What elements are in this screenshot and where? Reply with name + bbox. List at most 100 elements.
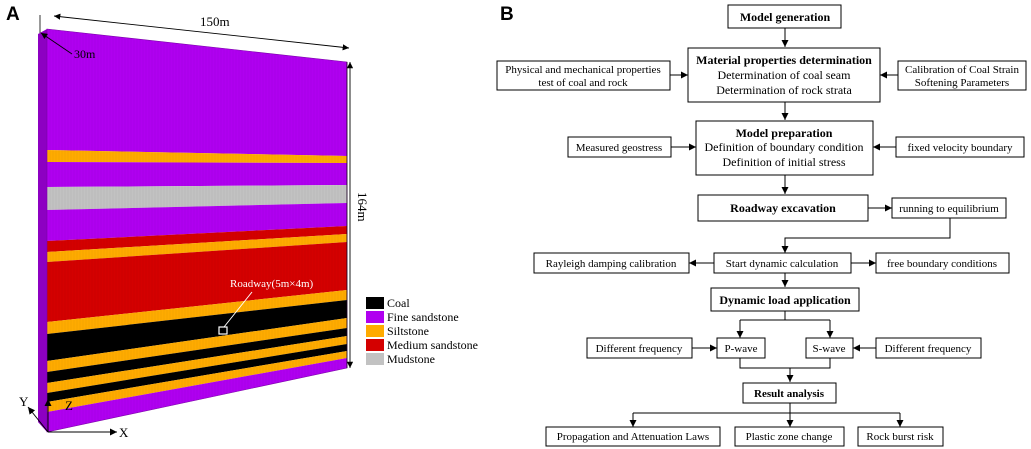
roadway-marker [218, 326, 228, 335]
box-frequency-left: Different frequency [586, 337, 693, 359]
stratum-mudstone [47, 185, 347, 210]
dimension-annotations: 150m 30m 164m [39, 13, 370, 368]
legend-label-medium-sandstone: Medium sandstone [387, 338, 478, 352]
panel-b-label: B [500, 4, 514, 25]
box-start-dynamic: Start dynamic calculation [713, 252, 852, 274]
fixed-velocity-text: fixed velocity boundary [907, 142, 1013, 154]
stratum-siltstone [47, 290, 347, 334]
legend-swatch-mudstone [366, 353, 384, 365]
rock-model: Roadway(5m×4m) [38, 28, 348, 433]
stratum-siltstone [47, 318, 347, 372]
stratum-siltstone [47, 150, 347, 163]
model-side-face [38, 29, 47, 432]
phys-line2: test of coal and rock [538, 77, 628, 89]
legend-label-siltstone: Siltstone [387, 324, 429, 338]
legend-swatch-siltstone [366, 325, 384, 337]
length-dimension-line [53, 13, 350, 51]
stratum-coal [47, 328, 347, 383]
prep-line1: Definition of boundary condition [705, 140, 864, 154]
stratum-siltstone [47, 234, 347, 262]
propagation-text: Propagation and Attenuation Laws [557, 431, 709, 443]
stratum-siltstone [47, 351, 347, 412]
rockburst-text: Rock burst risk [866, 431, 934, 443]
box-s-wave: S-wave [805, 337, 854, 359]
dynamic-load-text: Dynamic load application [719, 293, 851, 307]
box-roadway-excavation: Roadway excavation [697, 194, 869, 222]
stratum-fine-sandstone [47, 29, 347, 156]
calib-line1: Calibration of Coal Strain [905, 64, 1019, 76]
model-generation-text: Model generation [740, 10, 831, 24]
material-title: Material properties determination [696, 53, 872, 67]
box-fixed-velocity: fixed velocity boundary [895, 136, 1025, 158]
box-rock-burst: Rock burst risk [857, 426, 944, 447]
box-frequency-right: Different frequency [875, 337, 982, 359]
result-analysis-text: Result analysis [754, 388, 825, 400]
y-axis-arrow [27, 406, 49, 433]
legend-swatch-fine-sandstone [366, 311, 384, 323]
box-calibration: Calibration of Coal Strain Softening Par… [897, 60, 1027, 91]
box-rayleigh: Rayleigh damping calibration [533, 252, 690, 274]
legend-swatch-medium-sandstone [366, 339, 384, 351]
stratum-coal [47, 300, 347, 361]
calib-line2: Softening Parameters [915, 77, 1009, 89]
depth-dimension-line [40, 32, 73, 55]
box-measured-geostress: Measured geostress [567, 136, 672, 158]
box-model-generation: Model generation [727, 4, 842, 29]
panel-a-label: A [6, 4, 20, 25]
freq-left-text: Different frequency [596, 343, 683, 355]
box-result-analysis: Result analysis [742, 382, 837, 404]
legend-label-fine-sandstone: Fine sandstone [387, 310, 459, 324]
arrow-swave-to-result [790, 358, 831, 369]
height-dimension-label: 164m [355, 192, 370, 222]
rayleigh-text: Rayleigh damping calibration [546, 258, 677, 270]
x-axis-label: X [119, 425, 129, 440]
flow-boxes: Model generation Material properties det… [496, 4, 1027, 447]
arrow-pwave-to-result [739, 358, 794, 382]
stratum-siltstone [47, 336, 347, 393]
box-running-equilibrium: running to equilibrium [891, 197, 1007, 219]
phys-line1: Physical and mechanical properties [505, 64, 660, 76]
box-physical-test: Physical and mechanical properties test … [496, 60, 671, 91]
p-wave-text: P-wave [725, 343, 758, 355]
box-dynamic-load: Dynamic load application [710, 287, 860, 312]
model-strata [47, 29, 347, 432]
legend-swatch-coal [366, 297, 384, 309]
legend-label-coal: Coal [387, 296, 410, 310]
start-dynamic-text: Start dynamic calculation [726, 258, 839, 270]
material-line2: Determination of rock strata [716, 83, 852, 97]
depth-dimension-label: 30m [74, 47, 96, 61]
flow-connectors [629, 28, 951, 427]
stratum-medium-sandstone [47, 226, 347, 252]
box-plastic-zone: Plastic zone change [734, 426, 845, 447]
stratum-fine-sandstone [47, 162, 347, 187]
s-wave-text: S-wave [813, 343, 846, 355]
stratum-coal [47, 344, 347, 402]
prep-title: Model preparation [736, 126, 833, 140]
plastic-text: Plastic zone change [746, 431, 833, 443]
box-p-wave: P-wave [716, 337, 766, 359]
equilibrium-text: running to equilibrium [899, 203, 999, 215]
stratum-fine-sandstone [47, 203, 347, 241]
prep-line2: Definition of initial stress [723, 155, 846, 169]
stratum-medium-sandstone [47, 242, 347, 322]
box-propagation: Propagation and Attenuation Laws [545, 426, 721, 447]
length-dimension-label: 150m [200, 14, 230, 29]
box-model-preparation: Model preparation Definition of boundary… [695, 120, 874, 176]
arrow-equilibrium-to-dynamic [781, 218, 951, 253]
legend-label-mudstone: Mudstone [387, 352, 435, 366]
axis-triad: X Y Z [19, 394, 129, 440]
free-boundary-text: free boundary conditions [887, 258, 997, 270]
excavation-text: Roadway excavation [730, 201, 836, 215]
z-axis-label: Z [65, 398, 73, 413]
box-material-properties: Material properties determination Determ… [687, 47, 881, 103]
geostress-text: Measured geostress [576, 142, 662, 154]
box-free-boundary: free boundary conditions [875, 252, 1010, 274]
stratum-fine-sandstone [47, 358, 347, 432]
freq-right-text: Different frequency [885, 343, 972, 355]
roadway-leader [223, 291, 253, 328]
y-axis-label: Y [19, 394, 29, 409]
material-line1: Determination of coal seam [718, 68, 852, 82]
